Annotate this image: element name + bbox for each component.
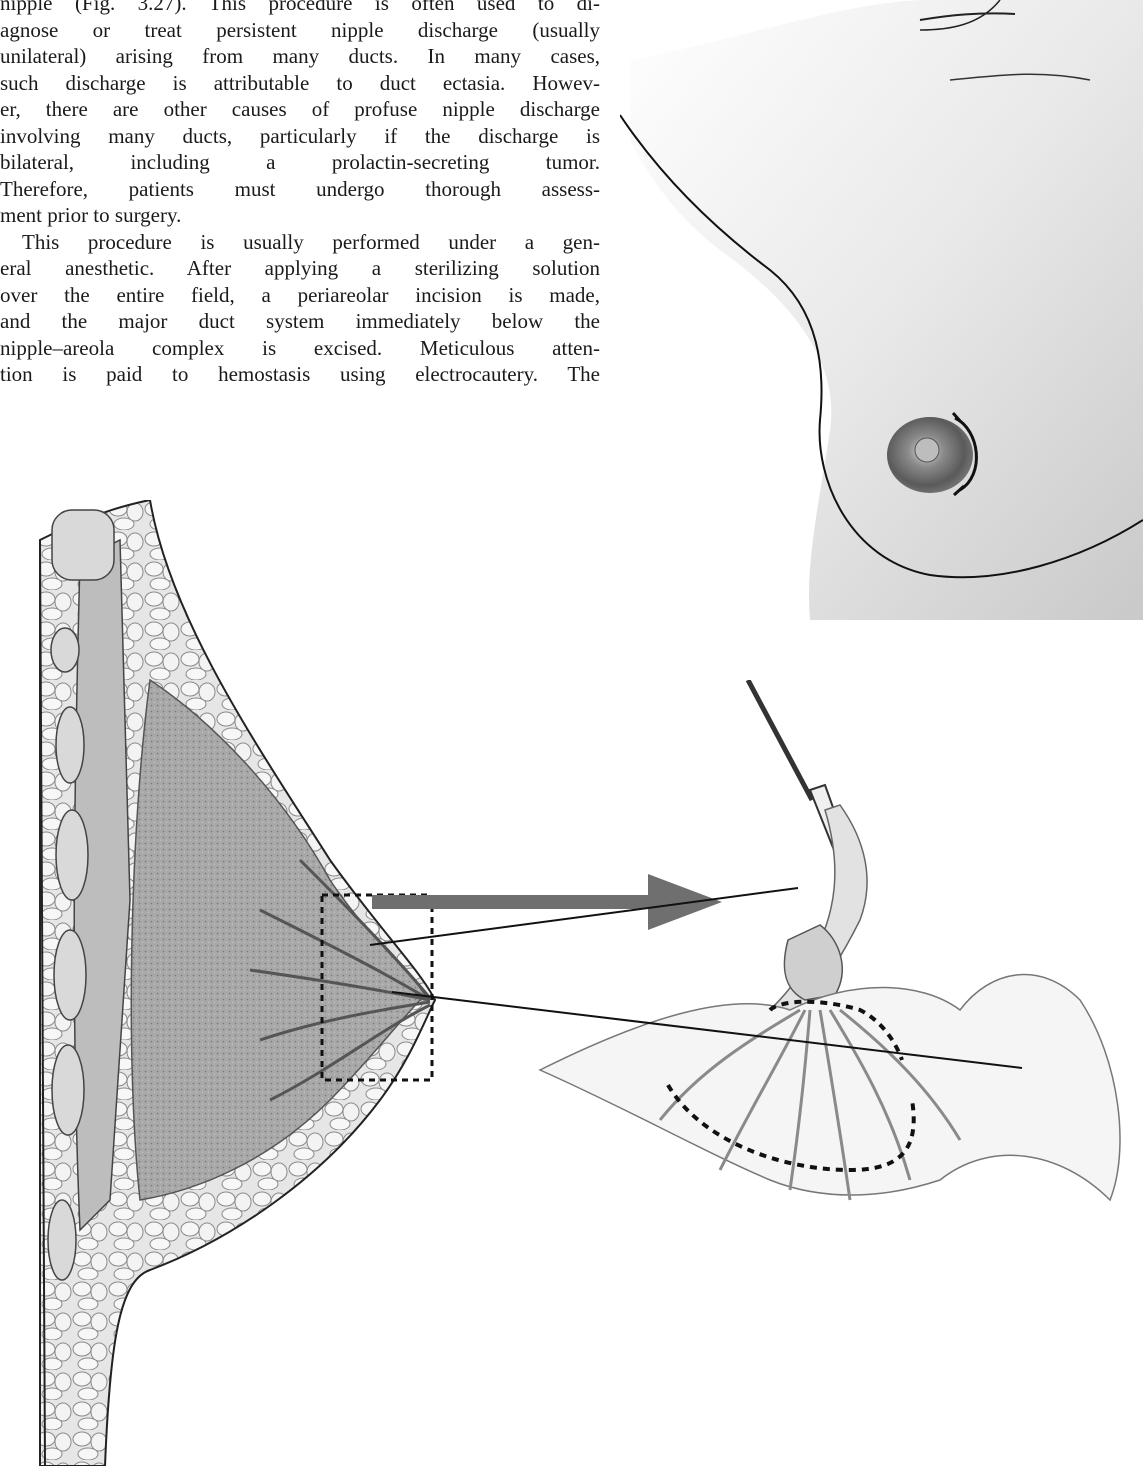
text-line: agnose or treat persistent nipple discha… [0,17,600,44]
paragraph-2: This procedure is usually performed unde… [0,229,600,388]
text-line: such discharge is attributable to duct e… [0,70,600,97]
text-line: Therefore, patients must undergo thoroug… [0,176,600,203]
excised-duct-detail [520,680,1143,1240]
clamp-instrument [748,680,812,800]
torso-illustration [620,0,1143,620]
torso-skin [630,0,1143,620]
text-line: bilateral, including a prolactin-secreti… [0,149,600,176]
text-line: ment prior to surgery. [0,202,600,229]
text-line: eral anesthetic. After applying a steril… [0,255,600,282]
text-line: unilateral) arising from many ducts. In … [0,43,600,70]
nipple [915,438,939,462]
text-line: involving many ducts, particularly if th… [0,123,600,150]
paragraph-1: nipple (Fig. 3.27). This procedure is of… [0,0,600,229]
text-line: over the entire field, a periareolar inc… [0,282,600,309]
breast-tissue-segment [540,975,1120,1200]
text-line: er, there are other causes of profuse ni… [0,96,600,123]
text-line: nipple (Fig. 3.27). This procedure is of… [0,0,600,17]
text-line: nipple–areola complex is excised. Meticu… [0,335,600,362]
text-line: tion is paid to hemostasis using electro… [0,361,600,388]
text-line: and the major duct system immediately be… [0,308,600,335]
body-text-column: nipple (Fig. 3.27). This procedure is of… [0,0,600,388]
text-line: This procedure is usually performed unde… [0,229,600,256]
breast-cross-section [0,500,520,1466]
